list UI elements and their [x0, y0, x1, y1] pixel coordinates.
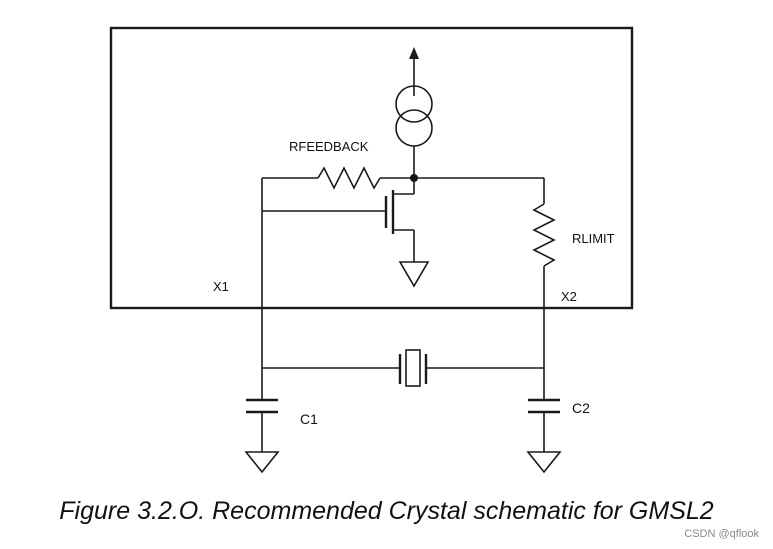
r-feedback-label: RFEEDBACK [289, 139, 369, 154]
limit-resistor [532, 178, 556, 400]
ground-icon [398, 261, 430, 288]
current-source [395, 47, 433, 178]
crystal [262, 349, 544, 387]
watermark: CSDN @qflook [684, 528, 759, 540]
x1-label: X1 [213, 279, 229, 294]
capacitor-c1 [244, 398, 280, 474]
r-limit-label: RLIMIT [572, 231, 615, 246]
figure-caption: Figure 3.2.O. Recommended Crystal schema… [59, 497, 714, 525]
chip-boundary [109, 26, 634, 310]
c1-label: C1 [300, 411, 318, 427]
x2-label: X2 [561, 289, 577, 304]
c2-label: C2 [572, 400, 590, 416]
feedback-resistor [262, 166, 544, 190]
capacitor-c2 [526, 398, 562, 474]
mosfet [262, 178, 415, 262]
